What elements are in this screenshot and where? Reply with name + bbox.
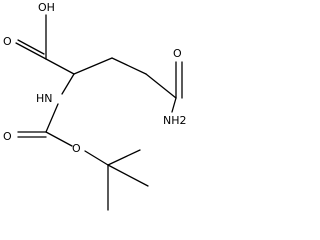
bond-cquat-methyl-top <box>107 149 141 166</box>
bond-alpha-cooh <box>45 58 75 75</box>
bond-camide-n <box>171 97 177 113</box>
amide-oxygen-label: O <box>173 47 182 60</box>
carboxyl-oxygen-label: O <box>3 35 12 48</box>
bond-nh-ccarbonyl <box>45 103 59 133</box>
bond-alpha-cbeta <box>73 57 113 75</box>
bond-cbeta-cgamma <box>111 57 147 75</box>
bond-cquat-methyl-right <box>107 164 149 187</box>
amine-nitrogen-label: HN <box>36 92 53 105</box>
hydroxyl-label: OH <box>38 1 55 14</box>
bond-cooh-c-o-double-a <box>15 42 47 60</box>
amide-nitrogen-label: NH2 <box>163 114 187 127</box>
bond-alpha-nh <box>61 73 75 95</box>
bond-oester-cquat <box>84 150 109 166</box>
ester-oxygen-label: O <box>72 142 81 155</box>
bond-cooh-c-o-double-b <box>17 39 45 55</box>
bond-cgamma-camide <box>145 73 177 99</box>
bond-ccarbonyl-oester <box>45 131 73 147</box>
carbamate-oxygen-label: O <box>3 130 12 143</box>
chemical-structure-diagram: OH O O NH2 HN O O <box>3 1 187 211</box>
